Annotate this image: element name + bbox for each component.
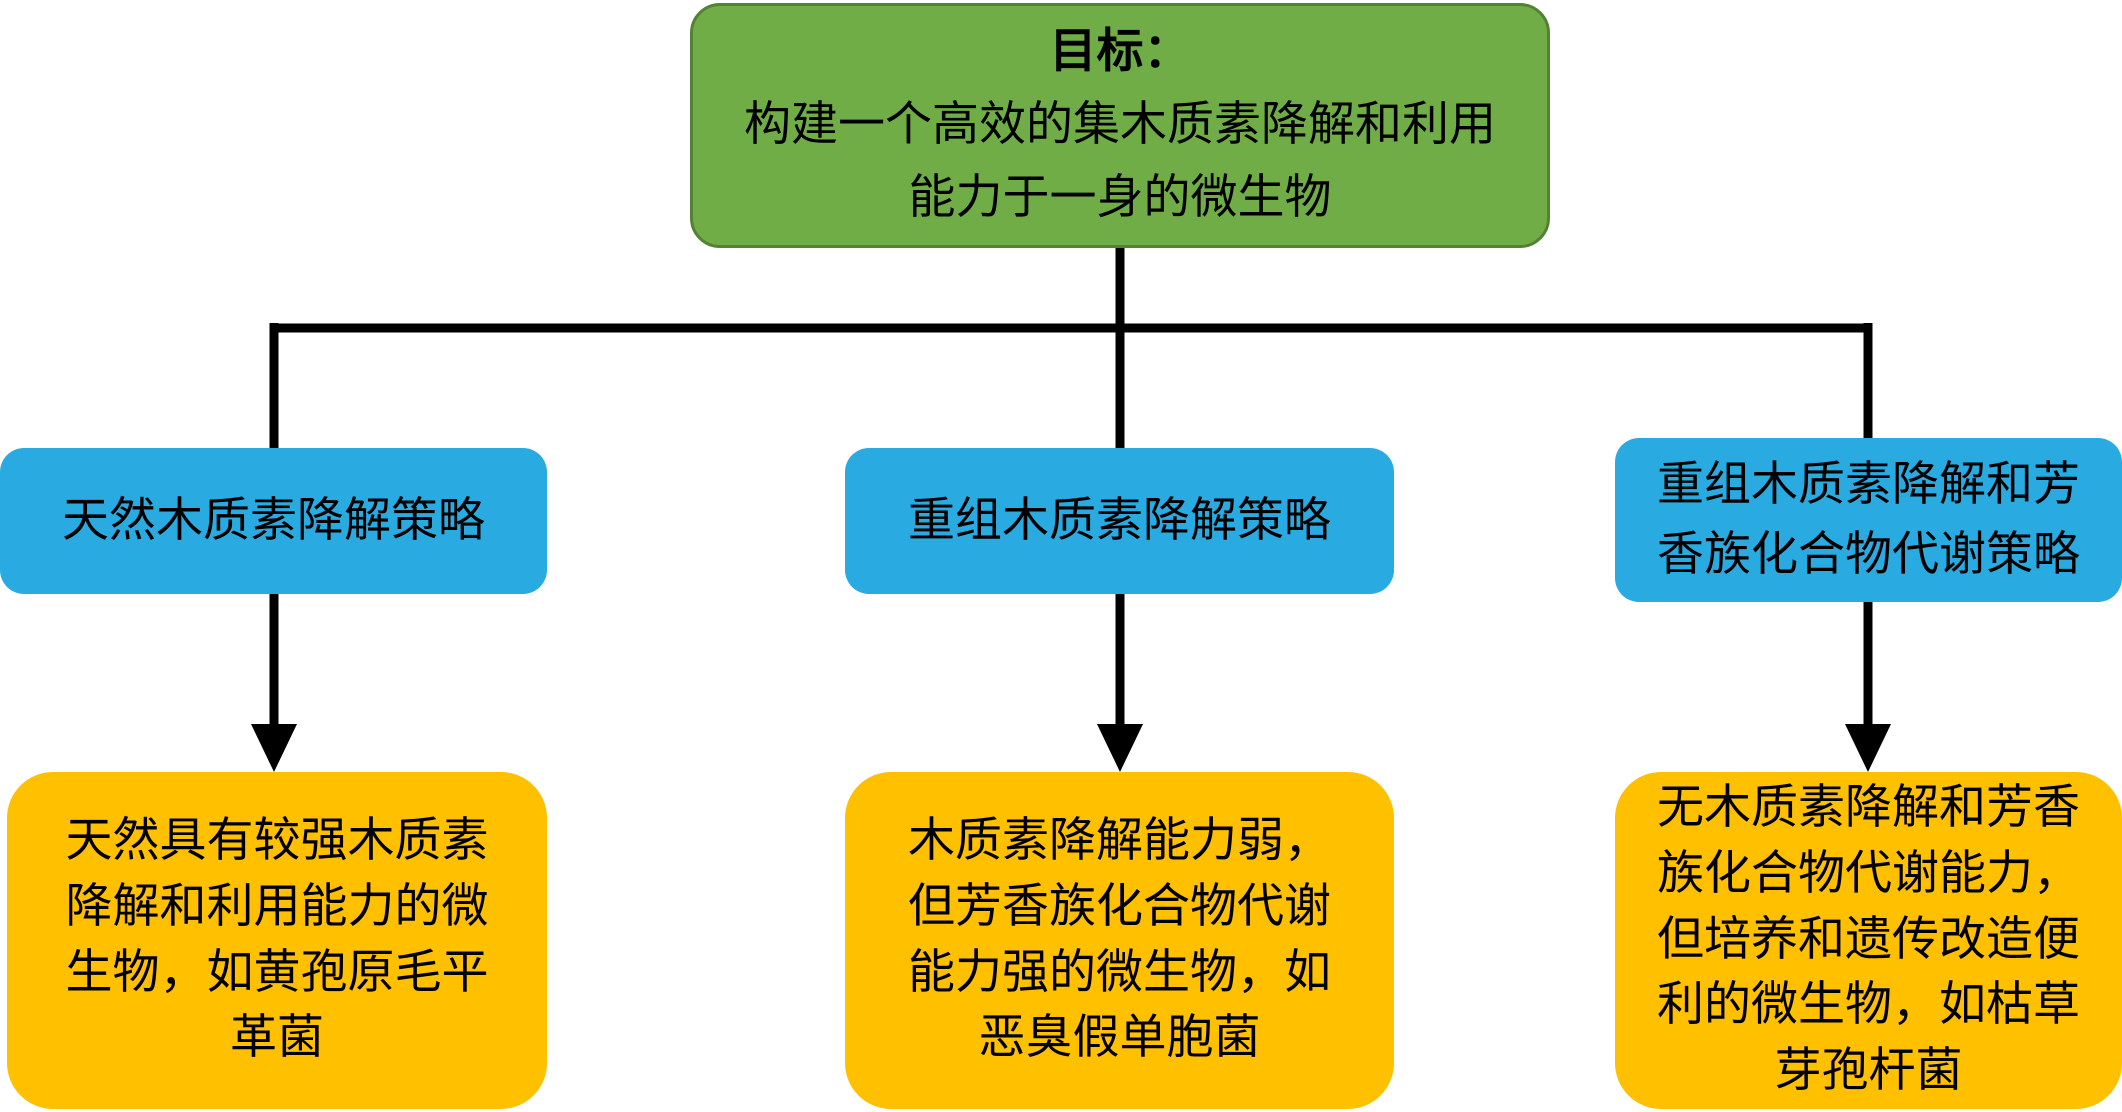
goal-box: 目标： 构建一个高效的集木质素降解和利用能力于一身的微生物 — [690, 3, 1550, 248]
arrow-head-left-icon — [251, 724, 297, 772]
outcome-text: 天然具有较强木质素降解和利用能力的微生物，如黄孢原毛平革菌 — [65, 814, 489, 1065]
strategy-label: 重组木质素降解策略 — [908, 494, 1331, 547]
goal-title: 目标： — [1049, 26, 1191, 79]
strategy-box-recombinant-degradation: 重组木质素降解策略 — [845, 448, 1394, 594]
goal-text-wrap: 目标： 构建一个高效的集木质素降解和利用能力于一身的微生物 — [733, 16, 1507, 235]
goal-body: 构建一个高效的集木质素降解和利用能力于一身的微生物 — [744, 99, 1496, 224]
strategy-box-natural-degradation: 天然木质素降解策略 — [0, 448, 547, 594]
outcome-box-natural-microbe: 天然具有较强木质素降解和利用能力的微生物，如黄孢原毛平革菌 — [7, 772, 547, 1109]
strategy-label: 天然木质素降解策略 — [62, 494, 485, 547]
outcome-box-bacillus: 无木质素降解和芳香族化合物代谢能力，但培养和遗传改造便利的微生物，如枯草芽孢杆菌 — [1615, 772, 2122, 1109]
outcome-text: 木质素降解能力弱，但芳香族化合物代谢能力强的微生物，如恶臭假单胞菌 — [908, 814, 1331, 1065]
outcome-box-pseudomonas: 木质素降解能力弱，但芳香族化合物代谢能力强的微生物，如恶臭假单胞菌 — [845, 772, 1394, 1109]
strategy-label: 重组木质素降解和芳香族化合物代谢策略 — [1657, 458, 2080, 582]
outcome-text: 无木质素降解和芳香族化合物代谢能力，但培养和遗传改造便利的微生物，如枯草芽孢杆菌 — [1657, 782, 2080, 1098]
arrow-head-middle-icon — [1097, 724, 1143, 772]
strategy-box-recombinant-degradation-aromatic-metabolism: 重组木质素降解和芳香族化合物代谢策略 — [1615, 438, 2122, 602]
arrow-head-right-icon — [1845, 724, 1891, 772]
